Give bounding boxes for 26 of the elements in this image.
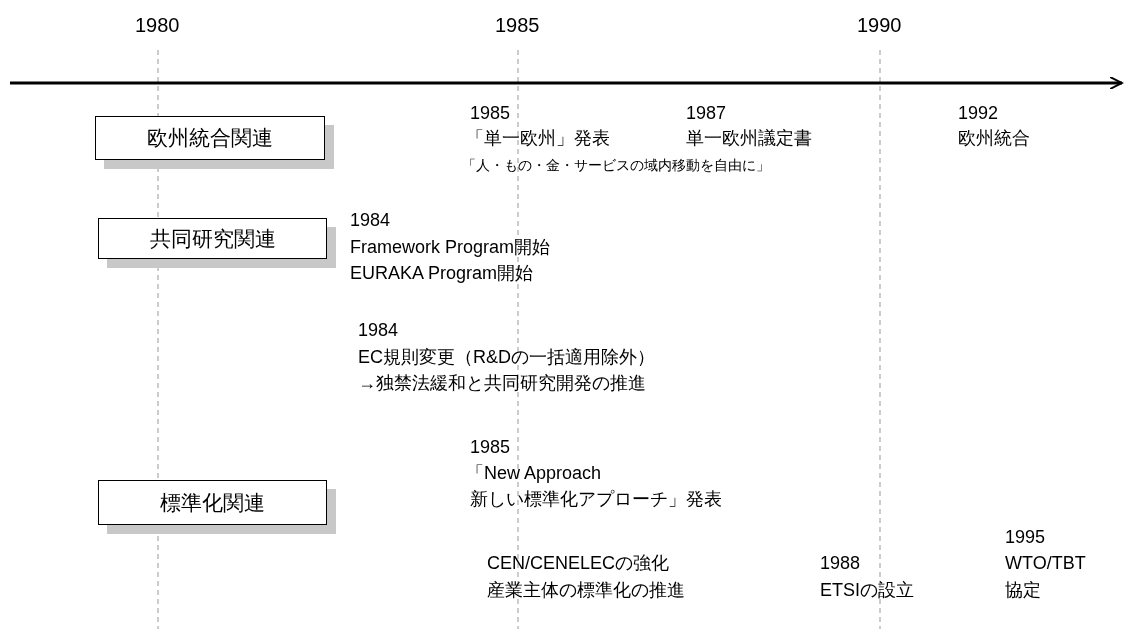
event-text: EC規則変更（R&Dの一括適用除外） xyxy=(358,347,655,367)
event-text: WTO/TBT xyxy=(1005,553,1086,573)
event-text: 「New Approach xyxy=(466,463,602,483)
event-text: →独禁法緩和と共同研究開発の推進 xyxy=(358,373,646,393)
event-year: 1992 xyxy=(958,103,999,123)
event-year: 1984 xyxy=(350,210,391,230)
event-text: 産業主体の標準化の推進 xyxy=(487,580,685,600)
event-year: 1985 xyxy=(470,437,511,457)
event-text: 協定 xyxy=(1005,580,1041,600)
year-label: 1980 xyxy=(135,15,180,35)
event-note: 「人・もの・金・サービスの域内移動を自由に」 xyxy=(462,156,770,175)
year-label: 1990 xyxy=(857,15,902,35)
event-text: EURAKA Program開始 xyxy=(350,263,534,283)
event-year: 1995 xyxy=(1005,527,1046,547)
year-label: 1985 xyxy=(495,15,540,35)
event-text: 欧州統合 xyxy=(958,128,1030,148)
event-text: ETSIの設立 xyxy=(820,580,914,600)
event-text: CEN/CENELECの強化 xyxy=(487,553,670,573)
event-year: 1988 xyxy=(820,553,861,573)
event-year: 1985 xyxy=(470,103,511,123)
event-text: 単一欧州議定書 xyxy=(686,128,812,148)
event-text: Framework Program開始 xyxy=(350,237,551,257)
event-year: 1987 xyxy=(686,103,727,123)
event-text: 「単一欧州」発表 xyxy=(466,128,610,148)
event-text: 新しい標準化アプローチ」発表 xyxy=(470,489,722,509)
event-year: 1984 xyxy=(358,320,399,340)
